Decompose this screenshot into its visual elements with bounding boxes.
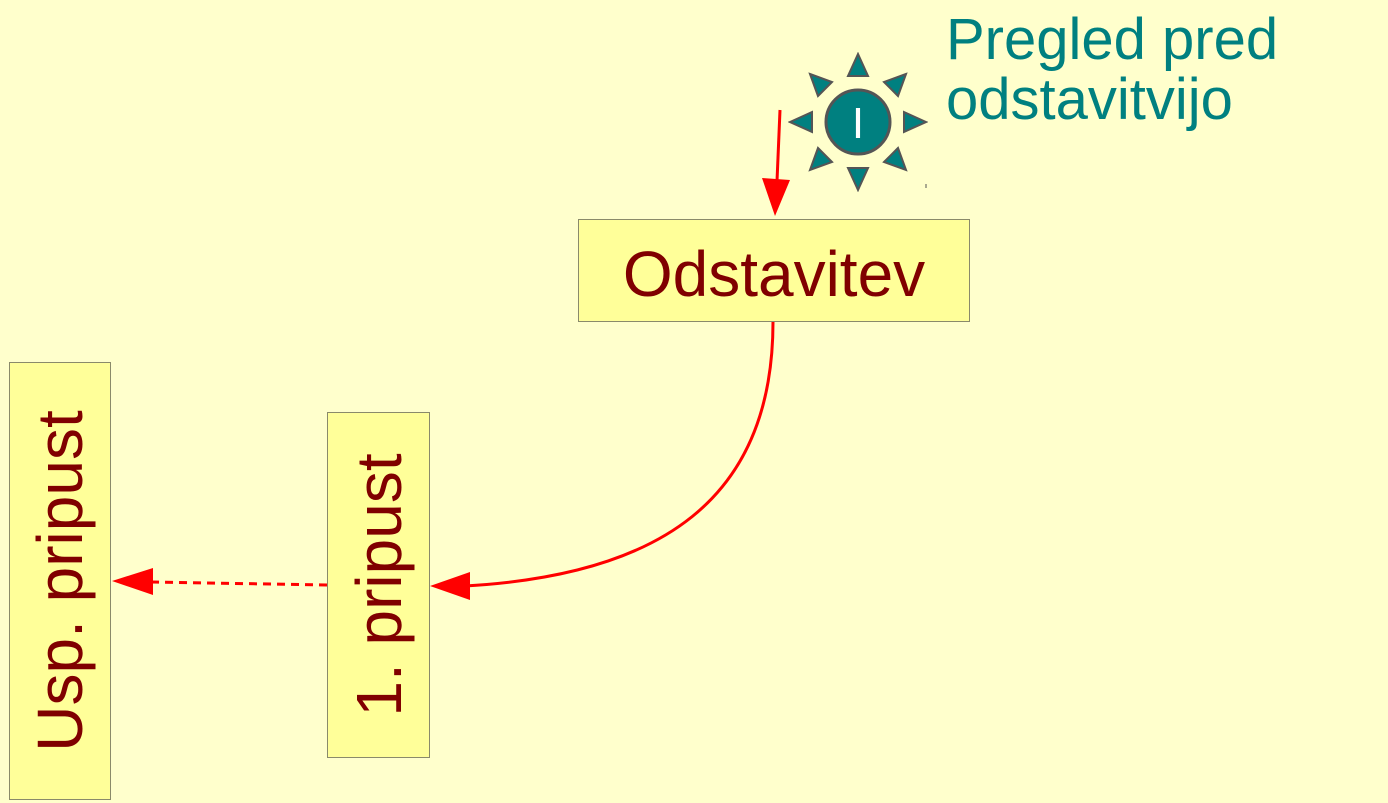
edge-odstavitev-to-pripust1 [464,321,775,588]
node-odstavitev-label: Odstavitev [622,238,926,310]
edge-pripust1-to-usp [149,580,328,587]
node-pripust1[interactable]: 1. pripust [327,412,430,758]
node-usp-pripust[interactable]: Usp. pripust [9,362,111,800]
arrowhead-pripust1 [430,572,470,600]
node-pripust1-label: 1. pripust [342,453,415,717]
sun-burst-event-icon: I [788,52,928,192]
node-usp-pripust-label: Usp. pripust [24,410,96,752]
event-label: Pregled pred odstavitvijo [946,10,1278,130]
event-icon-letter: I [852,99,864,148]
arrowhead-usp [112,568,153,595]
event-label-line1: Pregled pred [946,7,1279,72]
arrowhead-odstavitev [762,178,790,216]
event-label-line2: odstavitvijo [946,67,1233,132]
node-odstavitev[interactable]: Odstavitev [578,219,970,322]
